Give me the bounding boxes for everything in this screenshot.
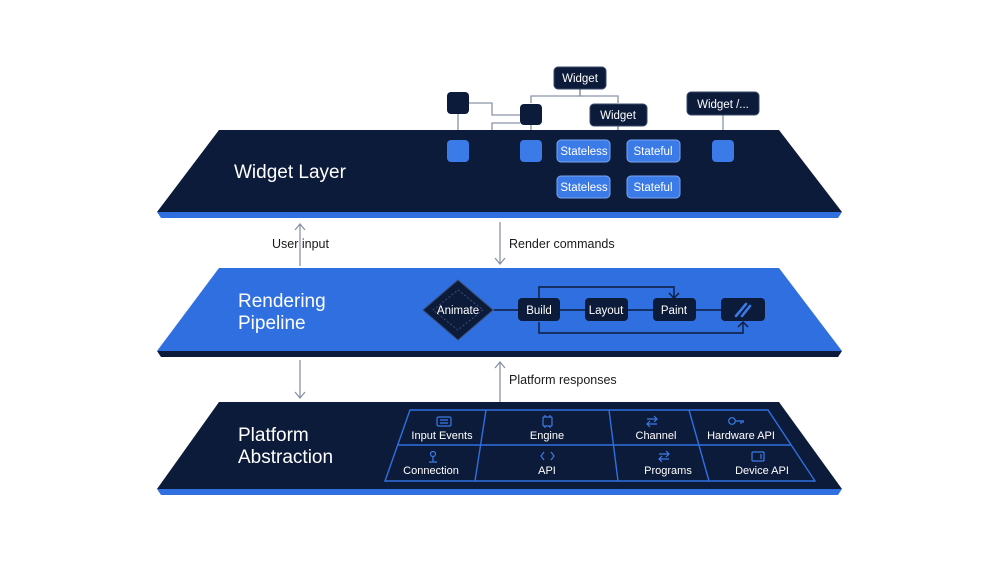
widget-layer-title: Widget Layer	[234, 162, 347, 183]
keyboard-icon	[436, 416, 452, 427]
paint-label: Paint	[661, 305, 688, 317]
platform-layer-edge	[157, 489, 842, 495]
stateless-label: Stateless	[560, 182, 608, 194]
platform-cell-label: Hardware API	[707, 430, 775, 442]
tree-connector	[530, 89, 581, 103]
widget-right-node	[686, 91, 760, 116]
stateful-label: Stateful	[634, 182, 673, 194]
arrow-head	[494, 360, 506, 369]
build-label: Build	[526, 305, 552, 317]
flow-arrows-bottom	[294, 360, 506, 402]
widget-layer: Widget Layer	[157, 130, 842, 218]
stateless-node	[556, 175, 611, 199]
arrow-head	[294, 222, 306, 231]
device-icon	[751, 451, 765, 462]
platform-layer-title-1: Platform	[238, 425, 309, 446]
tree-node-blue	[712, 140, 734, 162]
platform-grid-divider	[608, 409, 619, 482]
platform-layer-title-2: Abstraction	[238, 447, 333, 468]
stateless-label: Stateless	[560, 146, 608, 158]
platform-grid-outline	[384, 409, 817, 482]
widget-root-node	[553, 66, 607, 90]
platform-cell-label: Connection	[403, 465, 459, 477]
animate-diamond-inner	[432, 289, 484, 331]
code-brackets-icon	[540, 451, 555, 461]
tree-node-blue	[447, 140, 469, 162]
platform-cell-label: API	[538, 465, 556, 477]
widget-tree-nodes: Widget Widget Widget /... Stateless Stat…	[447, 66, 760, 199]
pipeline-nodes: Animate Build Layout Paint	[422, 279, 765, 341]
swap-arrows-icon	[646, 415, 658, 428]
layout-label: Layout	[589, 305, 624, 317]
tree-node-dark	[520, 104, 542, 125]
touch-icon	[429, 450, 437, 463]
pipeline-connectors	[494, 286, 749, 334]
arrow-head	[737, 321, 749, 328]
platform-cell-label: Input Events	[411, 430, 473, 442]
tree-connector	[579, 89, 619, 103]
chip-icon	[542, 415, 553, 428]
stateful-label: Stateful	[634, 146, 673, 158]
stateful-node	[626, 139, 681, 163]
platform-cell-label: Engine	[530, 430, 564, 442]
platform-labels: Input Events Engine Channel Hardware API…	[403, 430, 789, 477]
flow-arrows-top	[294, 222, 506, 266]
platform-grid-divider	[688, 409, 710, 482]
user-input-label: User input	[272, 237, 329, 251]
tree-node-dark	[447, 92, 469, 114]
platform-cell-label: Programs	[644, 465, 692, 477]
render-commands-label: Render commands	[509, 237, 615, 251]
platform-responses-label: Platform responses	[509, 373, 617, 387]
layout-node	[585, 298, 628, 321]
widget-right-label: Widget /...	[697, 99, 749, 111]
widget-root-label: Widget	[562, 73, 599, 85]
platform-cell-label: Channel	[636, 430, 677, 442]
platform-grid-divider	[474, 409, 487, 482]
widget-child-label: Widget	[600, 110, 637, 122]
exchange-icon	[658, 450, 670, 463]
widget-child-node	[589, 103, 648, 127]
stateful-node	[626, 175, 681, 199]
widget-layer-edge	[157, 212, 842, 218]
rendering-layer-title-1: Rendering	[238, 291, 326, 312]
key-icon	[728, 417, 744, 425]
animate-label: Animate	[437, 305, 479, 317]
arrow-head	[294, 391, 306, 400]
slash-composite-icon	[734, 302, 752, 318]
rendering-layer-edge	[157, 351, 842, 357]
pipeline-loop-top	[538, 286, 675, 298]
animate-diamond	[422, 279, 494, 341]
platform-icons	[429, 415, 765, 463]
tree-node-blue	[520, 140, 542, 162]
platform-grid	[384, 409, 817, 482]
arrow-head	[494, 257, 506, 266]
platform-cell-label: Device API	[735, 465, 789, 477]
stateless-node	[556, 139, 611, 163]
pipeline-loop-bottom	[538, 322, 744, 334]
rendering-layer-title-2: Pipeline	[238, 313, 306, 334]
build-node	[518, 298, 560, 321]
paint-node	[653, 298, 696, 321]
tree-connector	[469, 102, 520, 116]
